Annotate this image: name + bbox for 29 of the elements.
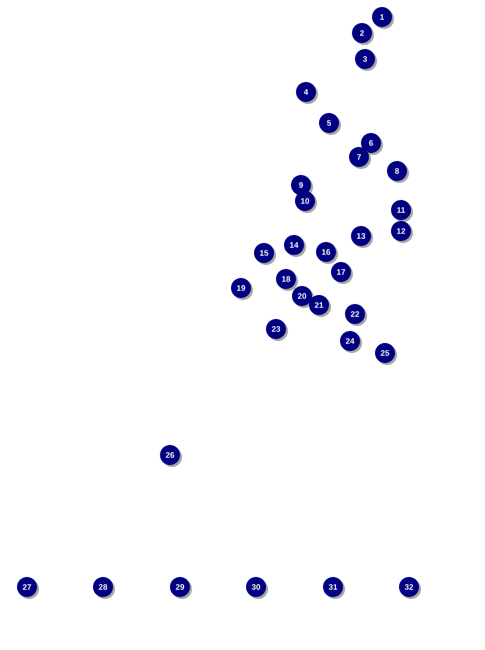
callout-number: 31	[323, 577, 345, 599]
callout-number: 5	[319, 113, 341, 135]
callout-number: 15	[254, 243, 276, 265]
callout-number: 2	[352, 23, 374, 45]
callout-number: 10	[295, 191, 317, 213]
callout-number: 26	[160, 445, 182, 467]
callout-number: 8	[387, 161, 409, 183]
callout-number: 4	[296, 82, 318, 104]
callout-number: 24	[340, 331, 362, 353]
callout-number: 3	[355, 49, 377, 71]
callout-number: 14	[284, 235, 306, 257]
callout-number: 13	[351, 226, 373, 248]
callout-number: 7	[349, 147, 371, 169]
callout-number: 19	[231, 278, 253, 300]
callout-number: 28	[93, 577, 115, 599]
callout-number: 11	[391, 200, 413, 222]
callout-number: 16	[316, 242, 338, 264]
callout-number: 32	[399, 577, 421, 599]
callout-number: 23	[266, 319, 288, 341]
callout-number: 18	[276, 269, 298, 291]
callout-number: 21	[309, 295, 331, 317]
callout-number: 30	[246, 577, 268, 599]
callout-number: 29	[170, 577, 192, 599]
callout-number: 17	[331, 262, 353, 284]
callout-number: 22	[345, 304, 367, 326]
callout-number: 12	[391, 221, 413, 243]
callout-number: 27	[17, 577, 39, 599]
callout-number: 1	[372, 7, 394, 29]
callout-number: 25	[375, 343, 397, 365]
